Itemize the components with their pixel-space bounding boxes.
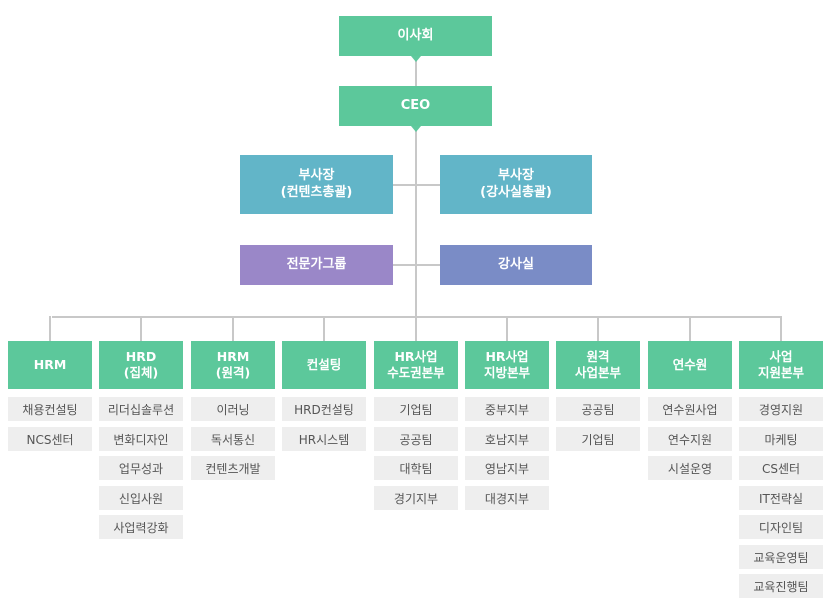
department-box: 원격 사업본부 <box>556 341 640 389</box>
unit-box: 호남지부 <box>465 427 549 451</box>
connector-board-ceo <box>415 56 417 86</box>
department-box: HRM <box>8 341 92 389</box>
expert-group-box: 전문가그룹 <box>240 245 393 285</box>
connector-department <box>506 316 508 341</box>
department-box: 컨설팅 <box>282 341 366 389</box>
vice-president-content-box: 부사장 (컨텐츠총괄) <box>240 155 393 214</box>
department-box: 사업 지원본부 <box>739 341 823 389</box>
department-box: 연수원 <box>648 341 732 389</box>
unit-box: 교육진행팀 <box>739 574 823 598</box>
unit-box: 리더십솔루션 <box>99 397 183 421</box>
unit-box: 경기지부 <box>374 486 458 510</box>
connector-department <box>597 316 599 341</box>
connector-department <box>232 316 234 341</box>
unit-box: 신입사원 <box>99 486 183 510</box>
unit-box: 이러닝 <box>191 397 275 421</box>
connector-department <box>689 316 691 341</box>
unit-box: CS센터 <box>739 456 823 480</box>
unit-box: 채용컨설팅 <box>8 397 92 421</box>
connector-department <box>415 316 417 341</box>
arrow-ceo <box>411 126 421 132</box>
unit-box: HRD컨설팅 <box>282 397 366 421</box>
connector-main-trunk <box>415 126 417 317</box>
unit-box: 사업력강화 <box>99 515 183 539</box>
unit-box: NCS센터 <box>8 427 92 451</box>
unit-box: 대학팀 <box>374 456 458 480</box>
connector-department-bar <box>52 316 782 318</box>
department-box: HR사업 수도권본부 <box>374 341 458 389</box>
unit-box: 변화디자인 <box>99 427 183 451</box>
vice-president-instructor-box: 부사장 (강사실총괄) <box>440 155 592 214</box>
connector-department <box>49 316 51 341</box>
unit-box: 시설운영 <box>648 456 732 480</box>
unit-box: 기업팀 <box>374 397 458 421</box>
instructor-office-box: 강사실 <box>440 245 592 285</box>
unit-box: 디자인팀 <box>739 515 823 539</box>
unit-box: 기업팀 <box>556 427 640 451</box>
unit-box: IT전략실 <box>739 486 823 510</box>
arrow-board-ceo <box>411 56 421 62</box>
connector-department <box>780 316 782 341</box>
unit-box: 공공팀 <box>374 427 458 451</box>
unit-box: 업무성과 <box>99 456 183 480</box>
unit-box: 연수원사업 <box>648 397 732 421</box>
unit-box: 대경지부 <box>465 486 549 510</box>
department-box: HRD (집체) <box>99 341 183 389</box>
connector-department <box>323 316 325 341</box>
unit-box: 경영지원 <box>739 397 823 421</box>
ceo-box: CEO <box>339 86 492 126</box>
connector-vp-bar <box>377 184 441 186</box>
unit-box: 공공팀 <box>556 397 640 421</box>
connector-group-bar <box>392 264 440 266</box>
unit-box: 영남지부 <box>465 456 549 480</box>
connector-department <box>140 316 142 341</box>
unit-box: 마케팅 <box>739 427 823 451</box>
unit-box: 연수지원 <box>648 427 732 451</box>
unit-box: 독서통신 <box>191 427 275 451</box>
unit-box: 중부지부 <box>465 397 549 421</box>
unit-box: HR시스템 <box>282 427 366 451</box>
department-box: HR사업 지방본부 <box>465 341 549 389</box>
board-box: 이사회 <box>339 16 492 56</box>
department-box: HRM (원격) <box>191 341 275 389</box>
unit-box: 컨텐츠개발 <box>191 456 275 480</box>
unit-box: 교육운영팀 <box>739 545 823 569</box>
